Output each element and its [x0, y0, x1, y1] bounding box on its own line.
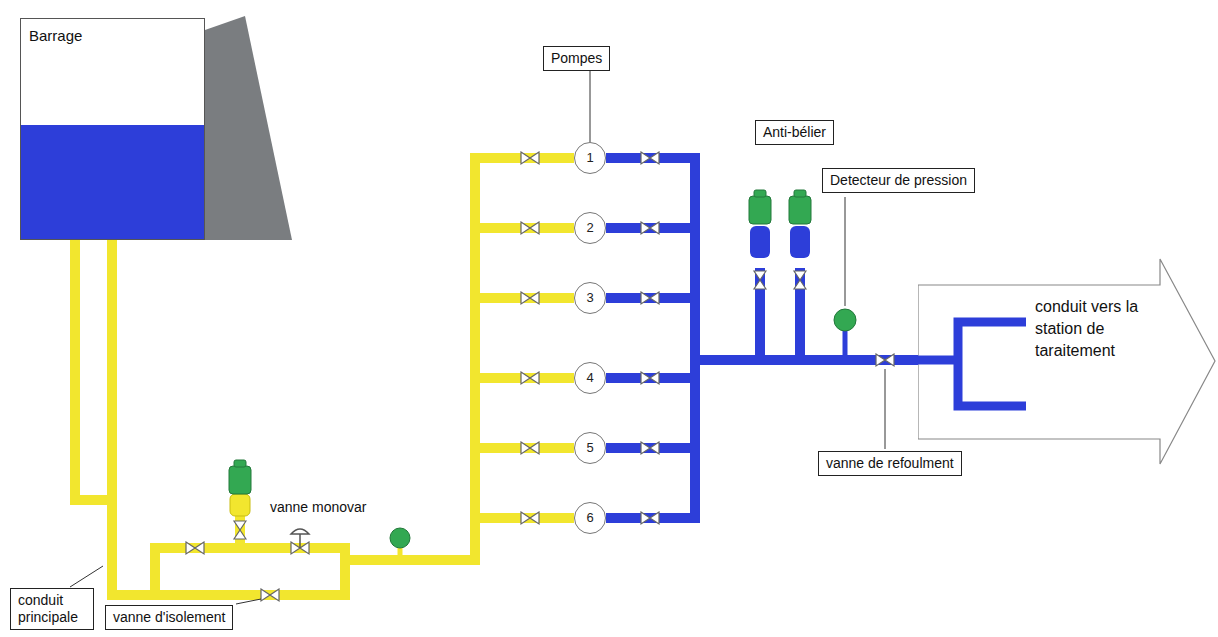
outlet-arrow: conduit vers la station de taraitement [918, 258, 1216, 465]
pressure-detector [834, 309, 856, 356]
callout-box: Anti-bélier [755, 120, 834, 145]
node-text: vanne de refoulment [826, 455, 954, 472]
callout-box: vanne de refoulment [818, 451, 962, 476]
dam-wall [205, 16, 292, 240]
node-text: Detecteur de pression [830, 172, 967, 189]
reservoir-box: Barrage [20, 18, 205, 240]
pressure-detector [390, 528, 410, 556]
pump-circle: 2 [574, 212, 606, 244]
callout-box: conduit principale [10, 588, 94, 630]
pump-circle: 4 [574, 362, 606, 394]
node-text: 5 [575, 433, 605, 462]
node-text: conduit principale [18, 592, 86, 626]
bypass-valves [186, 529, 309, 601]
anti-belier-vessels [749, 190, 811, 356]
pump-circle: 3 [574, 282, 606, 314]
node-text: Anti-bélier [763, 124, 826, 141]
arrow-outline [918, 258, 1216, 465]
pump-circle: 6 [574, 502, 606, 534]
suction-pipe [112, 240, 574, 595]
node-text: 1 [575, 143, 605, 172]
callout-box: vanne d'isolement [105, 605, 233, 630]
node-text: conduit vers la station de taraitement [1035, 296, 1147, 362]
suction-pipe [112, 240, 574, 595]
node-text: Pompes [551, 50, 602, 67]
node-text: Barrage [29, 27, 196, 44]
suction-pipe [112, 240, 574, 595]
node-text: 6 [575, 503, 605, 532]
suction-pipe [112, 228, 574, 595]
callout-box: Detecteur de pression [822, 168, 975, 193]
pump-circle: 5 [574, 432, 606, 464]
leader-line [590, 71, 591, 142]
discharge-pipe [606, 360, 918, 448]
pump-valves [521, 152, 659, 524]
bypass-pipes [155, 512, 345, 595]
node-text: vanne d'isolement [113, 609, 225, 626]
node-text: 3 [575, 283, 605, 312]
valve-label: vanne monovar [268, 499, 369, 516]
leader-lines [70, 197, 885, 604]
node-text: 2 [575, 213, 605, 242]
discharge-pipe [606, 360, 918, 518]
node-text: 4 [575, 363, 605, 392]
bypass-anti-belier [229, 460, 251, 539]
suction-pipe [112, 240, 574, 595]
callout-box: Pompes [543, 46, 610, 71]
discharge-valve [876, 354, 894, 366]
pump-circle: 1 [574, 142, 606, 174]
